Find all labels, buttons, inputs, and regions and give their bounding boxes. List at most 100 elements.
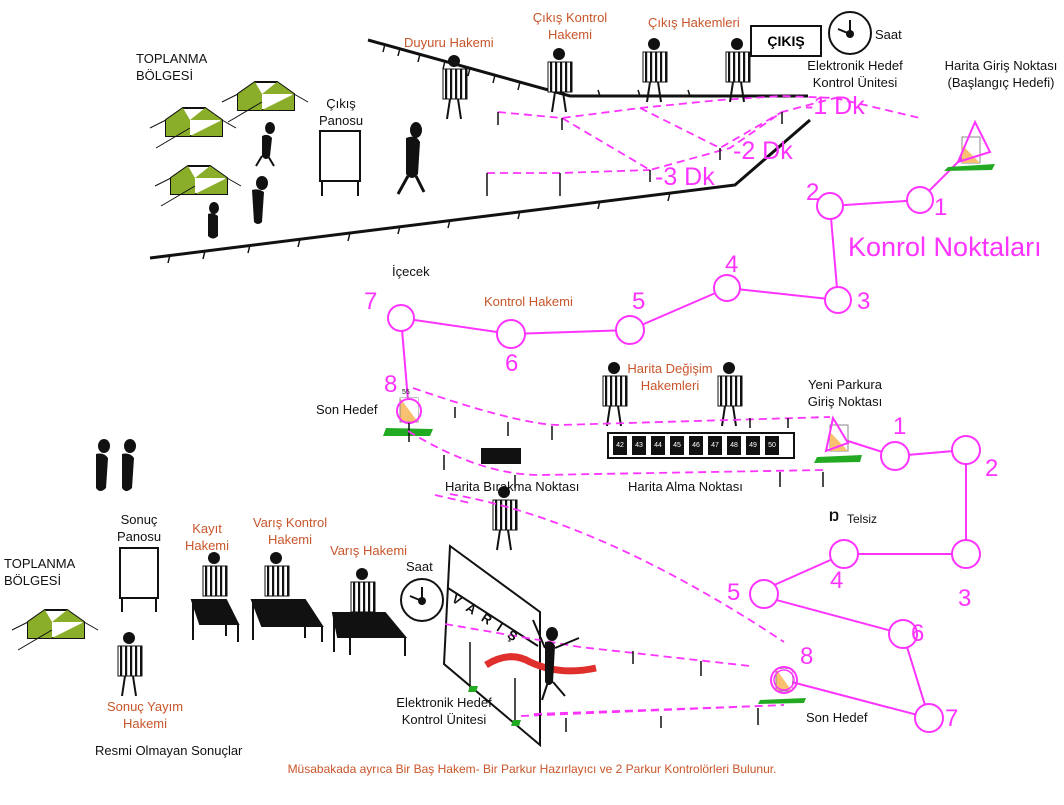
start-control-referee-label: Çıkış Kontrol Hakemi <box>532 10 608 42</box>
announcer-referee-label: Duyuru Hakemi <box>404 35 494 50</box>
start-clock <box>828 11 872 55</box>
lane-posts <box>486 112 783 196</box>
radio-icon: Ŋ <box>829 508 840 524</box>
control-referee-label: Kontrol Hakemi <box>484 294 573 309</box>
course1-number-2: 2 <box>806 179 820 206</box>
course1-number-1: 1 <box>934 194 948 221</box>
finish-electronic-unit-label: Elektronik Hedef Kontrol Ünitesi <box>396 695 492 727</box>
map-slot: 49 <box>746 436 760 455</box>
map-slot: 44 <box>651 436 665 455</box>
course2-number-7: 7 <box>945 705 959 732</box>
finish-lanes <box>444 623 761 715</box>
course2-number-4: 4 <box>830 567 844 594</box>
result-board <box>119 547 159 612</box>
finishing-runner <box>532 619 580 701</box>
control-circle-6 <box>496 319 526 349</box>
assembly-area-label: TOPLANMA BÖLGESİ <box>136 51 208 83</box>
finish-referee-label: Varış Hakemi <box>330 543 408 558</box>
finish-clock <box>400 578 444 622</box>
map-slot: 48 <box>727 436 741 455</box>
course2-number-2: 2 <box>985 455 999 482</box>
map-slot: 47 <box>708 436 722 455</box>
control-circle-2 <box>951 435 981 465</box>
finish-control-referee-label: Varış Kontrol Hakemi <box>252 515 328 547</box>
radio-label: Telsiz <box>847 512 878 526</box>
control-circle-3 <box>824 286 852 314</box>
control-circle-1 <box>880 441 910 471</box>
control-circle-1 <box>906 186 934 214</box>
finish-tape <box>484 653 597 675</box>
footer-note: Müsabakada ayrıca Bir Baş Hakem- Bir Par… <box>287 762 777 776</box>
course1-number-8: 8 <box>384 371 398 398</box>
referee-figures <box>117 38 751 697</box>
control-circle-2 <box>816 192 844 220</box>
course2-number-1: 1 <box>893 413 907 440</box>
control-points-title: Konrol Noktaları <box>848 232 1042 262</box>
map-slot: 43 <box>632 436 646 455</box>
fence-ticks <box>167 43 691 264</box>
start-board <box>319 130 361 196</box>
control-circle-4 <box>713 274 741 302</box>
course2-number-8: 8 <box>800 643 814 670</box>
result-board-label: Sonuç Panosu <box>116 512 162 544</box>
map-pickup-label: Harita Alma Noktası <box>628 479 743 494</box>
map-drop-box <box>481 448 521 464</box>
finish-assembly-area-label: TOPLANMA BÖLGESİ <box>4 556 76 588</box>
last-control-course1 <box>383 397 433 442</box>
result-publish-referee-label: Sonuç Yayım Hakemi <box>106 699 184 731</box>
course1-number-3: 3 <box>857 288 871 315</box>
lane-minus-2: -2 Dk <box>733 137 793 165</box>
tent <box>154 165 242 207</box>
new-course-entry-label: Yeni Parkura Giriş Noktası <box>807 377 883 409</box>
course2-number-3: 3 <box>958 585 972 612</box>
start-fence <box>149 38 811 260</box>
course1-number-6: 6 <box>505 350 519 377</box>
lane-minus-1: -1 Dk <box>805 92 865 120</box>
tent <box>149 107 237 149</box>
control-circle-7 <box>914 703 944 733</box>
course2-number-6: 6 <box>911 620 925 647</box>
course1-number-7: 7 <box>364 288 378 315</box>
start-triangle <box>944 119 995 171</box>
corridor-posts <box>443 407 824 488</box>
map-slot: 42 <box>613 436 627 455</box>
ground-marker <box>468 686 478 692</box>
map-drop-label: Harita Bırakma Noktası <box>445 479 580 494</box>
lane-minus-3: -3 Dk <box>655 163 715 191</box>
last-control-course2 <box>758 666 806 704</box>
course1-controls <box>387 186 934 349</box>
start-referees-label: Çıkış Hakemleri <box>648 15 740 30</box>
map-pickup-rack: 42 43 44 45 46 47 48 49 50 <box>607 432 795 459</box>
map-slot: 45 <box>670 436 684 455</box>
drink-label: İçecek <box>392 264 430 279</box>
control-circle-5 <box>615 315 645 345</box>
ground-marker <box>511 720 521 726</box>
control-circle-6 <box>888 619 918 649</box>
control-circle-3 <box>951 539 981 569</box>
control-circle-5 <box>749 579 779 609</box>
control-8-code: 55 <box>402 389 410 396</box>
tent <box>221 81 309 123</box>
registration-referee-label: Kayıt Hakemi <box>184 521 230 553</box>
start-electronic-unit-label: Elektronik Hedef Kontrol Ünitesi <box>807 58 903 90</box>
control-circle-4 <box>829 539 859 569</box>
map-entry-label: Harita Giriş Noktası (Başlangıç Hedefi) <box>944 58 1058 90</box>
course2-last-control-label: Son Hedef <box>806 710 868 725</box>
finish-posts <box>469 642 759 732</box>
map-slot: 50 <box>765 436 779 455</box>
new-course-triangle <box>814 415 862 463</box>
start-clock-label: Saat <box>875 27 902 42</box>
course1-last-control-label: Son Hedef <box>316 402 378 417</box>
tent <box>11 609 99 651</box>
course2-controls <box>749 435 981 733</box>
runner-figure <box>96 122 426 491</box>
map-slot: 46 <box>689 436 703 455</box>
control-circle-7 <box>387 304 415 332</box>
course1-number-4: 4 <box>725 251 739 278</box>
start-sign: ÇIKIŞ <box>750 25 822 57</box>
unofficial-results-label: Resmi Olmayan Sonuçlar <box>95 743 243 758</box>
start-board-label: Çıkış Panosu <box>318 96 364 128</box>
course1-number-5: 5 <box>632 288 646 315</box>
